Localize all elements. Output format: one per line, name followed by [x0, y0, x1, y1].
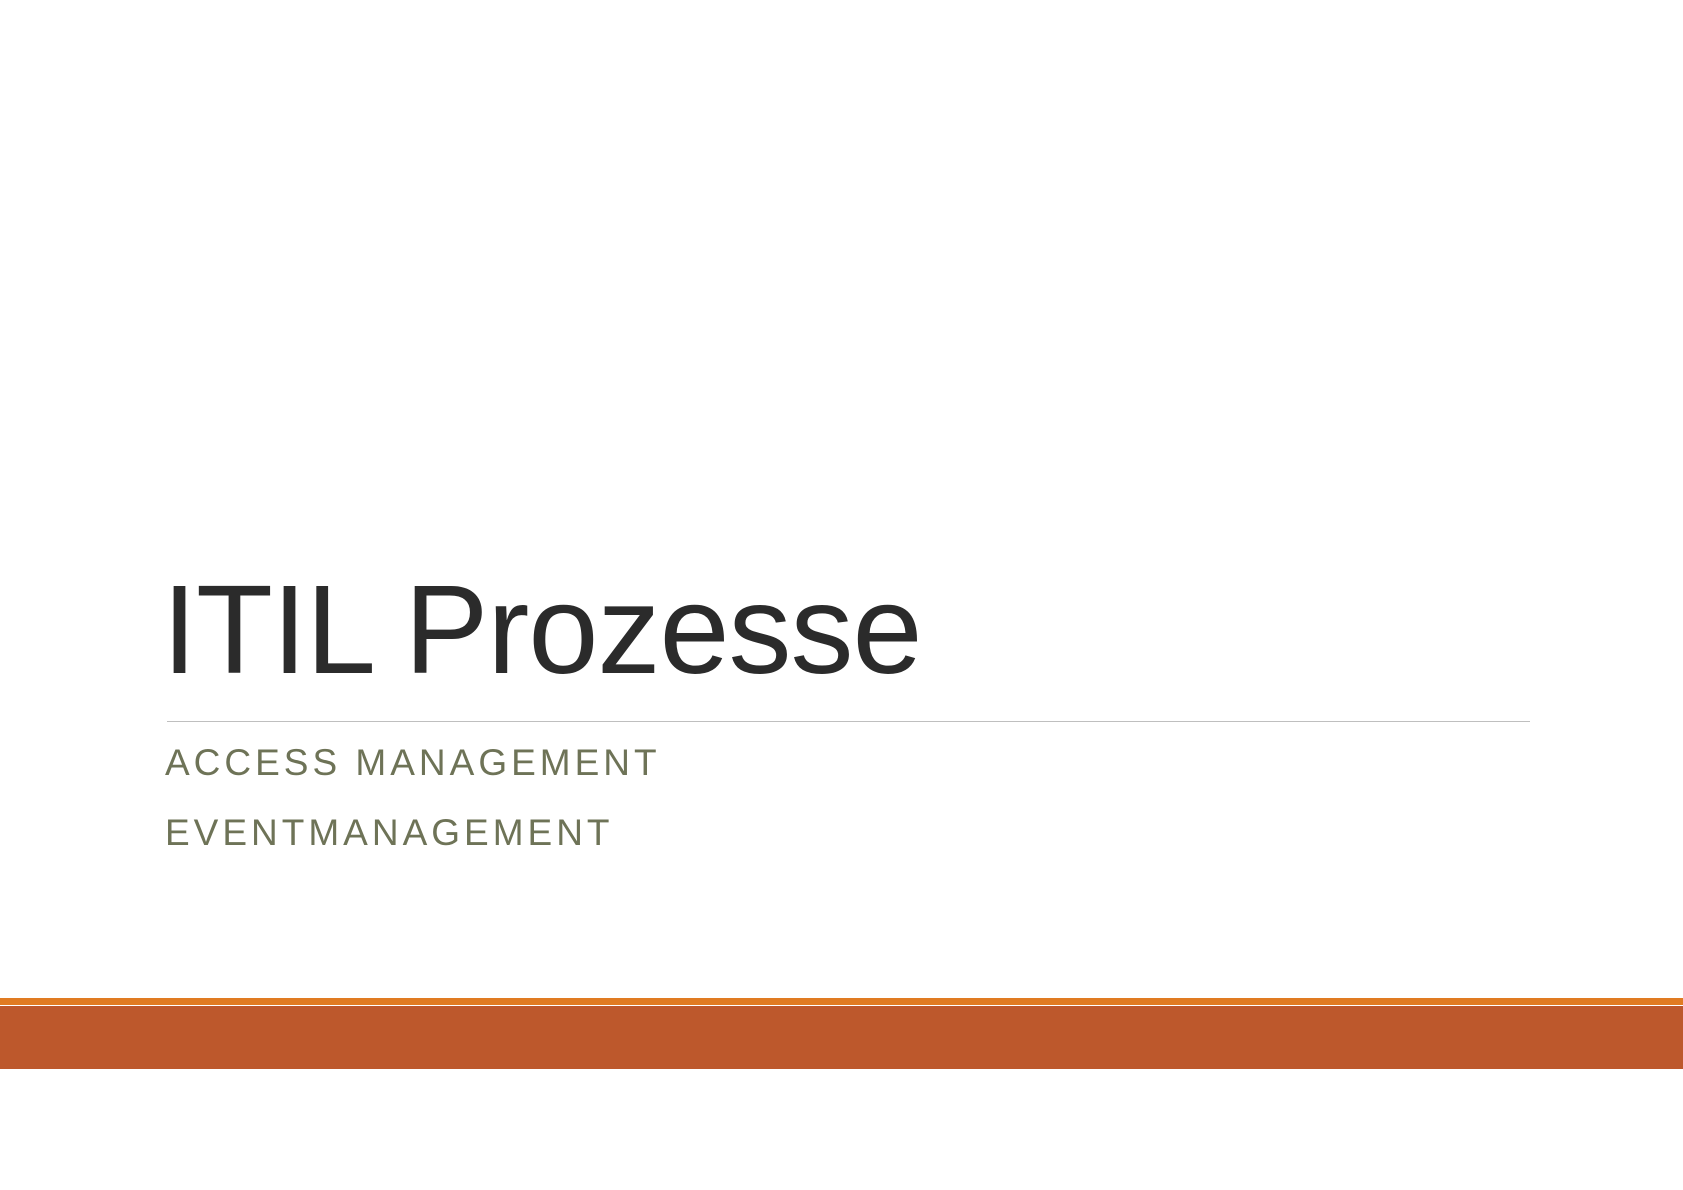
subtitle-line-1: ACCESS MANAGEMENT: [165, 742, 661, 783]
slide-title: ITIL Prozesse: [162, 559, 923, 700]
accent-band: [0, 1006, 1683, 1069]
accent-line: [0, 998, 1683, 1005]
subtitle-line-2: EVENTMANAGEMENT: [165, 812, 614, 853]
title-divider: [167, 721, 1530, 722]
